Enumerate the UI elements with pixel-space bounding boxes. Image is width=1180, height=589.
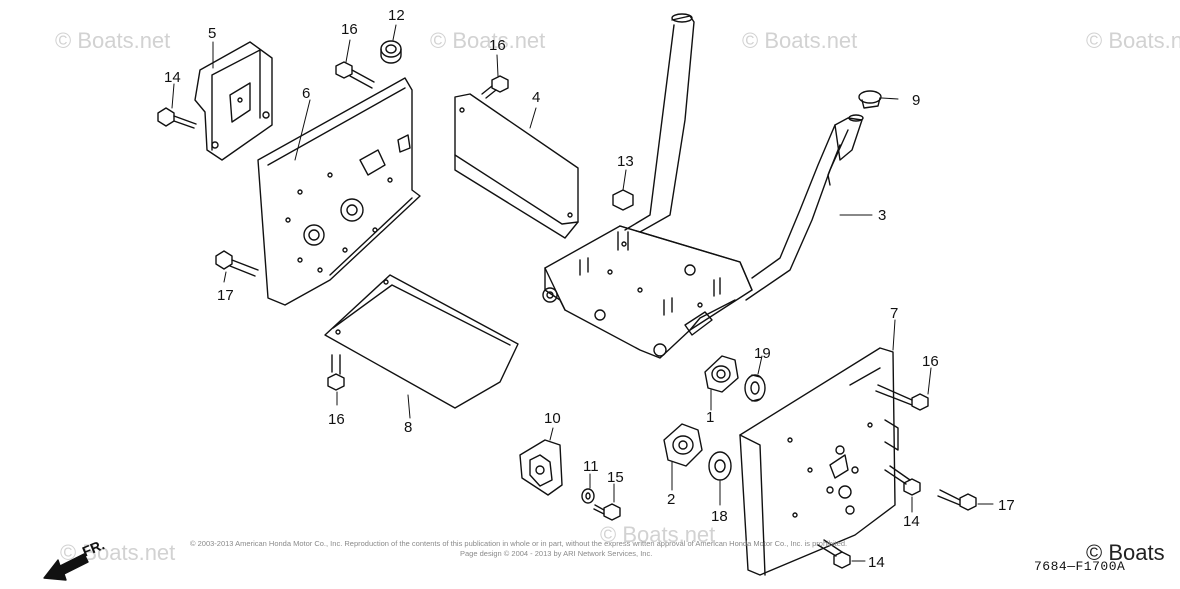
callout-1: 1	[706, 409, 714, 426]
cap-9[interactable]	[858, 90, 882, 109]
front-arrow-icon	[43, 553, 89, 581]
part-1-flange[interactable]	[704, 355, 739, 393]
bolt-16a[interactable]	[335, 61, 375, 89]
copyright-line: © 2003-2013 American Honda Motor Co., In…	[190, 539, 848, 548]
callout-8: 8	[404, 419, 412, 436]
leader-lines	[171, 24, 994, 562]
nut-13[interactable]	[612, 189, 634, 251]
watermark: © Boats.net	[55, 28, 171, 53]
bolt-16b[interactable]	[481, 75, 509, 99]
callout-15: 15	[607, 469, 624, 486]
washer-11[interactable]	[581, 488, 595, 504]
collar-12[interactable]	[380, 40, 402, 64]
watermark: © Boats.net	[600, 522, 716, 547]
copyright-notice: © 2003-2013 American Honda Motor Co., In…	[190, 539, 1010, 559]
callout-7: 7	[890, 305, 898, 322]
callout-17: 17	[217, 287, 234, 304]
bolt-17a[interactable]	[215, 250, 259, 277]
callout-3: 3	[878, 207, 886, 224]
part-5-bracket[interactable]	[194, 41, 273, 161]
callout-9: 9	[912, 92, 920, 109]
callout-16: 16	[341, 21, 358, 38]
copyright-line: Page design © 2004 - 2013 by ARI Network…	[460, 549, 653, 558]
part-10-bracket[interactable]	[519, 439, 563, 496]
part-3-handle[interactable]	[624, 13, 864, 301]
callout-12: 12	[388, 7, 405, 24]
callout-13: 13	[617, 153, 634, 170]
callout-18: 18	[711, 508, 728, 525]
part-18-bearing[interactable]	[708, 451, 732, 481]
callout-14: 14	[903, 513, 920, 530]
bolt-14a[interactable]	[157, 107, 197, 129]
part-7-plate[interactable]	[739, 347, 899, 576]
callout-2: 2	[667, 491, 675, 508]
callout-10: 10	[544, 410, 561, 427]
callout-11: 11	[583, 458, 599, 475]
callouts: 5 14 16 12 16 6 4 13 9 3 17 16 8 7 16 1 …	[164, 7, 1015, 571]
callout-17: 17	[998, 497, 1015, 514]
watermark: © Boats.net	[1086, 28, 1180, 53]
bolt-14b[interactable]	[884, 465, 921, 496]
part-8-cover[interactable]	[324, 274, 519, 409]
callout-16: 16	[922, 353, 939, 370]
corner-brand: © Boats	[1086, 540, 1165, 565]
part-6-plate[interactable]	[257, 77, 421, 306]
callout-4: 4	[532, 89, 540, 106]
watermark: © Boats.net	[430, 28, 546, 53]
part-4-plate[interactable]	[454, 93, 579, 239]
bolt-16d[interactable]	[875, 384, 929, 411]
callout-5: 5	[208, 25, 216, 42]
bolt-17b[interactable]	[937, 489, 977, 511]
bolt-16c[interactable]	[327, 354, 345, 391]
callout-16: 16	[489, 37, 506, 54]
callout-19: 19	[754, 345, 771, 362]
mount-block[interactable]	[542, 225, 753, 359]
callout-16: 16	[328, 411, 345, 428]
callout-14: 14	[868, 554, 885, 571]
bolt-15[interactable]	[593, 503, 621, 521]
watermark: © Boats.net	[742, 28, 858, 53]
callout-14: 14	[164, 69, 181, 86]
diagram-code: 7684—F1700A	[1034, 559, 1126, 574]
bolt-14c[interactable]	[817, 539, 851, 569]
callout-6: 6	[302, 85, 310, 102]
part-2-flange[interactable]	[663, 423, 703, 467]
part-19-bearing[interactable]	[744, 374, 766, 402]
